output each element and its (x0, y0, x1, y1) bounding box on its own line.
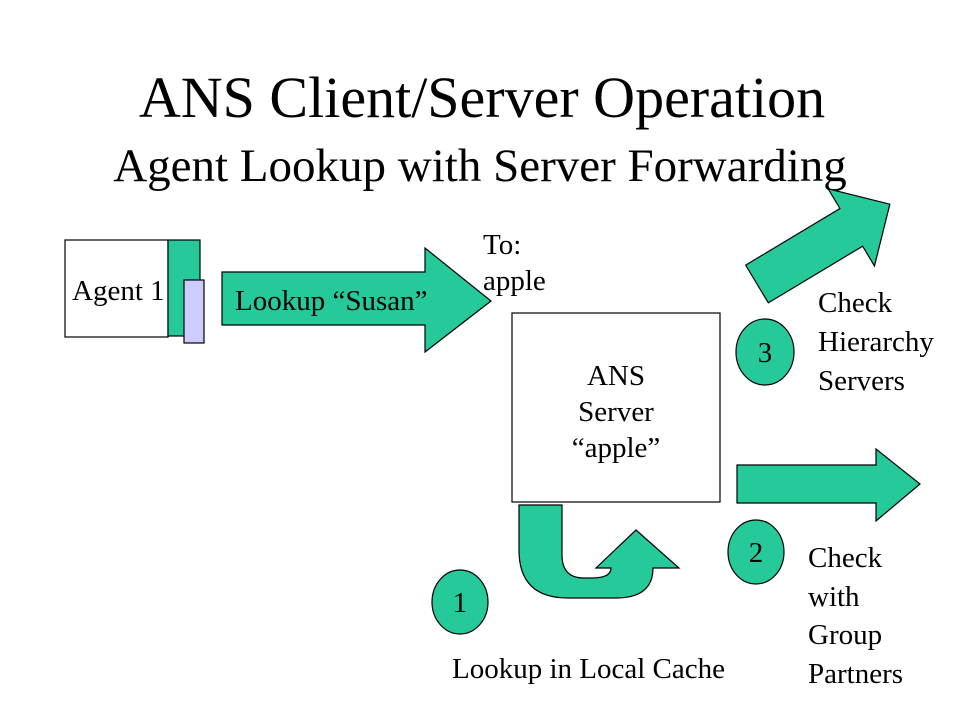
server-label-line: ANS (587, 360, 645, 392)
server-node: ANS Server “apple” (511, 312, 721, 503)
destination-label: To: apple (483, 229, 546, 297)
step-3: 3 Check Hierarchy Servers (735, 187, 934, 397)
lookup-arrow-shape (221, 246, 492, 354)
step-1: 1 Lookup in Local Cache (431, 504, 725, 685)
step-2-label-line: Group (808, 619, 882, 651)
lookup-arrow: Lookup “Susan” (221, 246, 492, 354)
page-subtitle: Agent Lookup with Server Forwarding (113, 140, 847, 192)
page-title: ANS Client/Server Operation (139, 65, 825, 130)
destination-label-line: apple (483, 265, 546, 297)
step-1-number: 1 (453, 587, 468, 619)
uturn-arrow (518, 504, 681, 599)
agent-box (64, 239, 169, 338)
step-1-label: Lookup in Local Cache (452, 653, 725, 685)
destination-label-line: To: (483, 229, 521, 261)
server-label-line: “apple” (572, 432, 661, 464)
step-2-badge (727, 519, 785, 585)
agent-tab (183, 279, 205, 344)
step-3-label-line: Check (818, 287, 893, 319)
server-label-line: Server (578, 396, 654, 428)
step-3-label-line: Servers (818, 365, 905, 397)
lookup-arrow-label: Lookup “Susan” (235, 285, 428, 317)
step-2-number: 2 (749, 537, 764, 569)
step-3-badge (735, 318, 795, 386)
hierarchy-arrow (744, 187, 891, 304)
step-2-label-line: with (808, 581, 860, 613)
group-partners-arrow (736, 447, 921, 523)
step-3-label-line: Hierarchy (818, 326, 934, 358)
step-3-number: 3 (758, 337, 773, 369)
step-2-label-line: Check (808, 542, 883, 574)
agent-node: Agent 1 (64, 239, 205, 344)
server-box (511, 312, 721, 503)
agent-label: Agent 1 (72, 275, 165, 307)
step-2-label-line: Partners (808, 658, 903, 690)
step-2: 2 Check with Group Partners (727, 447, 921, 690)
step-1-badge (431, 569, 489, 635)
